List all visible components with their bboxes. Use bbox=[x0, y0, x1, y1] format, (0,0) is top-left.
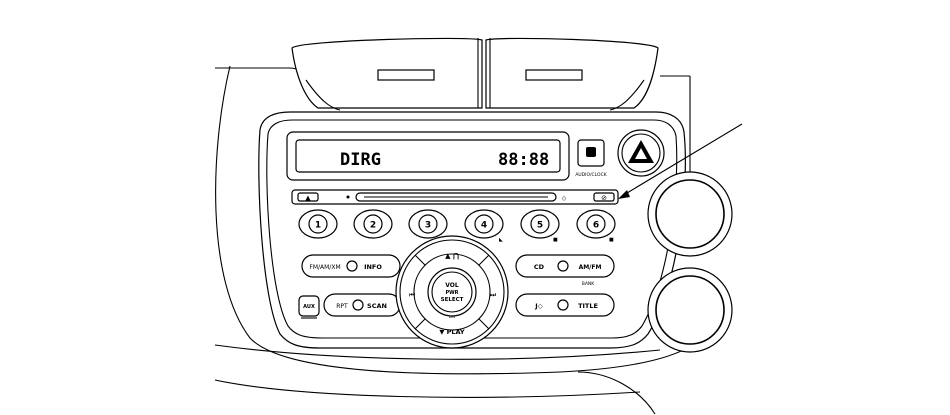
eject-icon: ▲ bbox=[305, 194, 311, 202]
audio-clock-label: AUDIO/CLOCK bbox=[575, 172, 607, 178]
callout-arrow bbox=[618, 123, 743, 199]
svg-text:1: 1 bbox=[315, 221, 321, 231]
lcd-display: DIRG 88:88 bbox=[286, 131, 570, 181]
load-button[interactable] bbox=[593, 192, 615, 202]
preset-button-4[interactable]: 4 ◣ bbox=[464, 209, 504, 243]
vol-pwr-select-knob[interactable]: VOL PWR SELECT bbox=[427, 267, 477, 317]
dashboard-outline bbox=[214, 65, 701, 415]
hazard-button[interactable] bbox=[617, 129, 665, 177]
rpt-indicator bbox=[352, 299, 364, 311]
air-vent-housing bbox=[291, 37, 659, 111]
preset-button-5[interactable]: 5 ■ bbox=[520, 209, 560, 243]
control-dial[interactable]: ▲ ⋂ ▼ PLAY ⏮ ⏭ UP DN VOL PWR SELECT bbox=[395, 235, 509, 349]
svg-text:PWR: PWR bbox=[445, 290, 458, 296]
skip-forward-icon: ⏭ bbox=[490, 291, 497, 299]
folder-title-rocker[interactable]: J◇ TITLE bbox=[515, 293, 615, 317]
svg-text:2: 2 bbox=[370, 221, 376, 231]
folder-label: J◇ bbox=[534, 302, 542, 310]
rpt-label: RPT bbox=[336, 303, 348, 310]
am-fm-label: AM/FM bbox=[579, 264, 602, 271]
svg-text:◣: ◣ bbox=[499, 237, 503, 243]
aux-jack[interactable]: AUX bbox=[298, 295, 320, 319]
preset-buttons: 1 2 3 4 ◣ 5 ■ 6 ■ bbox=[298, 209, 616, 243]
cd-slot-row: ▲ ◇ ⊘ bbox=[291, 189, 619, 205]
skip-back-icon: ⏮ bbox=[409, 291, 415, 299]
vent-slot-left[interactable] bbox=[377, 69, 435, 81]
vent-slot-right[interactable] bbox=[525, 69, 583, 81]
dial-up-label: ▲ ⋂ bbox=[445, 252, 459, 260]
load-icon: ⊘ bbox=[601, 194, 607, 202]
cd-label: CD bbox=[534, 263, 545, 271]
preset-button-1[interactable]: 1 bbox=[298, 209, 338, 239]
info-label: INFO bbox=[364, 263, 382, 271]
svg-text:3: 3 bbox=[425, 221, 431, 231]
rpt-scan-rocker[interactable]: RPT SCAN bbox=[323, 293, 401, 317]
title-label: TITLE bbox=[578, 302, 598, 310]
aux-label: AUX bbox=[303, 304, 315, 310]
svg-text:■: ■ bbox=[609, 237, 614, 243]
bank-label: BANK bbox=[582, 281, 596, 287]
preset-button-3[interactable]: 3 bbox=[408, 209, 448, 239]
indicator-left bbox=[346, 195, 350, 199]
svg-text:5: 5 bbox=[537, 221, 543, 231]
svg-text:4: 4 bbox=[481, 221, 487, 231]
svg-text:SELECT: SELECT bbox=[441, 297, 464, 303]
dial-play-label: ▼ PLAY bbox=[439, 328, 465, 336]
fm-am-info-rocker[interactable]: FM/AM/XM INFO bbox=[301, 254, 401, 278]
scan-label: SCAN bbox=[367, 302, 387, 310]
audio-clock-button[interactable]: AUDIO/CLOCK bbox=[575, 139, 608, 178]
preset-button-6[interactable]: 6 ■ bbox=[576, 209, 616, 243]
svg-text:6: 6 bbox=[593, 221, 599, 231]
round-vent-upper bbox=[647, 171, 733, 257]
preset-button-2[interactable]: 2 bbox=[353, 209, 393, 239]
round-vent-lower bbox=[647, 267, 733, 353]
folder-indicator bbox=[557, 299, 569, 311]
display-clock-text: 88:88 bbox=[498, 150, 549, 170]
svg-text:VOL: VOL bbox=[445, 282, 459, 289]
audio-clock-icon bbox=[586, 147, 596, 157]
display-source-text: DIRG bbox=[340, 150, 381, 170]
fm-am-indicator bbox=[346, 260, 358, 272]
cd-am-fm-rocker[interactable]: CD AM/FM bbox=[515, 254, 615, 278]
svg-text:■: ■ bbox=[553, 237, 558, 243]
svg-text:◇: ◇ bbox=[562, 195, 567, 202]
eject-button[interactable] bbox=[297, 192, 319, 202]
fm-am-label: FM/AM/XM bbox=[309, 264, 340, 271]
cd-indicator bbox=[557, 260, 569, 272]
